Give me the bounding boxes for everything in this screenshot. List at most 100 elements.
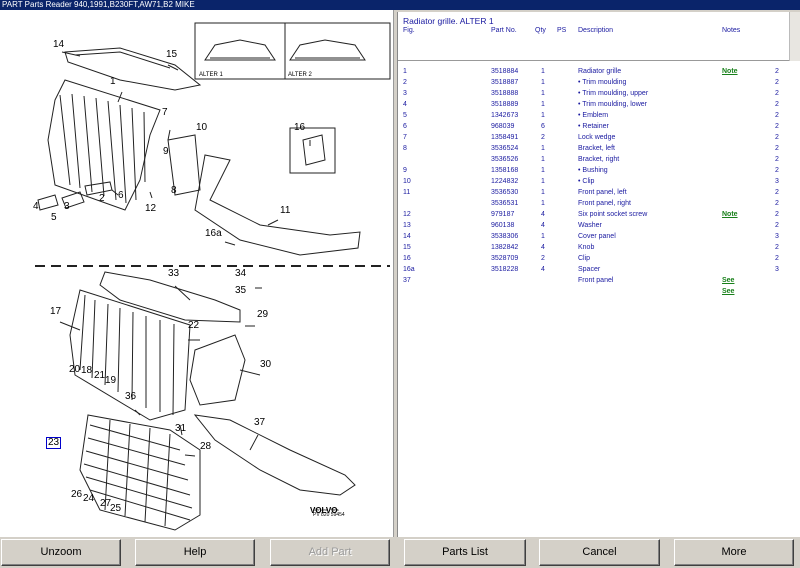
brand-code: PV 820 59454: [313, 512, 345, 518]
unzoom-button[interactable]: Unzoom: [1, 539, 121, 566]
cancel-button[interactable]: Cancel: [539, 539, 660, 566]
callout-8[interactable]: 8: [171, 185, 177, 196]
cell-extra: 2: [775, 189, 779, 196]
cell-fig: 2: [403, 79, 407, 86]
cell-description: Clip: [578, 255, 591, 262]
callout-26[interactable]: 26: [71, 489, 83, 500]
cell-fig: 15: [403, 244, 411, 251]
callout-2[interactable]: 2: [99, 193, 105, 204]
cell-description: Front panel: [578, 277, 614, 284]
cell-qty: 1: [541, 101, 545, 108]
cell-description: Front panel, left: [578, 189, 627, 196]
cell-extra: 2: [775, 200, 779, 207]
callout-35[interactable]: 35: [235, 285, 247, 296]
callout-15[interactable]: 15: [166, 49, 178, 60]
callout-36[interactable]: 36: [125, 391, 137, 402]
cell-fig: 11: [403, 189, 411, 196]
callout-12[interactable]: 12: [145, 203, 157, 214]
cell-description: Knob: [578, 244, 595, 251]
cell-fig: 4: [403, 101, 407, 108]
callout-5[interactable]: 5: [51, 212, 57, 223]
callout-28[interactable]: 28: [200, 441, 212, 452]
callout-29[interactable]: 29: [257, 309, 269, 320]
callout-19[interactable]: 19: [105, 375, 117, 386]
cell-part-no: 1358168: [491, 167, 519, 174]
callout-25[interactable]: 25: [110, 503, 122, 514]
cell-qty: 1: [541, 200, 545, 207]
parts-list-button[interactable]: Parts List: [404, 539, 526, 566]
callout-37[interactable]: 37: [254, 417, 266, 428]
cell-part-no: 1382842: [491, 244, 519, 251]
callout-4[interactable]: 4: [33, 201, 39, 212]
cell-fig: 10: [403, 178, 411, 185]
cell-note[interactable]: Note: [722, 68, 738, 75]
callout-17[interactable]: 17: [50, 306, 62, 317]
cell-extra: 2: [775, 255, 779, 262]
window-title: PART Parts Reader 940,1991,B230FT,AW71,B…: [0, 0, 800, 10]
callout-20[interactable]: 20: [69, 364, 81, 375]
callout-14[interactable]: 14: [53, 39, 65, 50]
cell-description: Six point socket screw: [578, 211, 648, 218]
callout-1[interactable]: 1: [110, 76, 116, 87]
cell-note[interactable]: See: [722, 277, 735, 284]
callout-6[interactable]: 6: [118, 190, 124, 201]
callout-3[interactable]: 3: [64, 201, 70, 212]
help-button[interactable]: Help: [135, 539, 255, 566]
callout-31[interactable]: 31: [175, 423, 187, 434]
cell-qty: 1: [541, 79, 545, 86]
callout-24[interactable]: 24: [83, 493, 95, 504]
callout-16a[interactable]: 16a: [205, 228, 222, 239]
cell-fig: 5: [403, 112, 407, 119]
callout-9[interactable]: 9: [163, 146, 169, 157]
callout-23[interactable]: 23: [46, 437, 62, 449]
callout-33[interactable]: 33: [168, 268, 180, 279]
callout-34[interactable]: 34: [235, 268, 247, 279]
cell-description: • Trim moulding, upper: [578, 90, 649, 97]
cell-part-no: 1358491: [491, 134, 519, 141]
cell-description: Washer: [578, 222, 602, 229]
callout-22[interactable]: 22: [188, 320, 200, 331]
table-row[interactable]: See: [398, 286, 800, 297]
callout-11[interactable]: 11: [280, 205, 291, 216]
callout-16[interactable]: 16: [294, 122, 306, 133]
cell-fig: 1: [403, 68, 407, 75]
callout-21[interactable]: 21: [94, 370, 106, 381]
callout-10[interactable]: 10: [196, 122, 208, 133]
cell-qty: 1: [541, 156, 545, 163]
exploded-diagram[interactable]: VOLVO 14 15 1 7 10 16 9 8 6 4 3 2 5 12 1…: [0, 10, 394, 537]
cell-note[interactable]: See: [722, 288, 735, 295]
cell-note[interactable]: Note: [722, 211, 738, 218]
header-scrollbar[interactable]: [789, 12, 800, 61]
header-qty: Qty: [535, 27, 546, 34]
cell-extra: 2: [775, 112, 779, 119]
callout-7[interactable]: 7: [162, 107, 168, 118]
cell-extra: 2: [775, 90, 779, 97]
more-button[interactable]: More: [674, 539, 794, 566]
cell-extra: 2: [775, 211, 779, 218]
add-part-button[interactable]: Add Part: [270, 539, 390, 566]
cell-extra: 2: [775, 79, 779, 86]
callout-30[interactable]: 30: [260, 359, 272, 370]
callout-27[interactable]: 27: [100, 498, 112, 509]
callout-18[interactable]: 18: [81, 365, 93, 376]
